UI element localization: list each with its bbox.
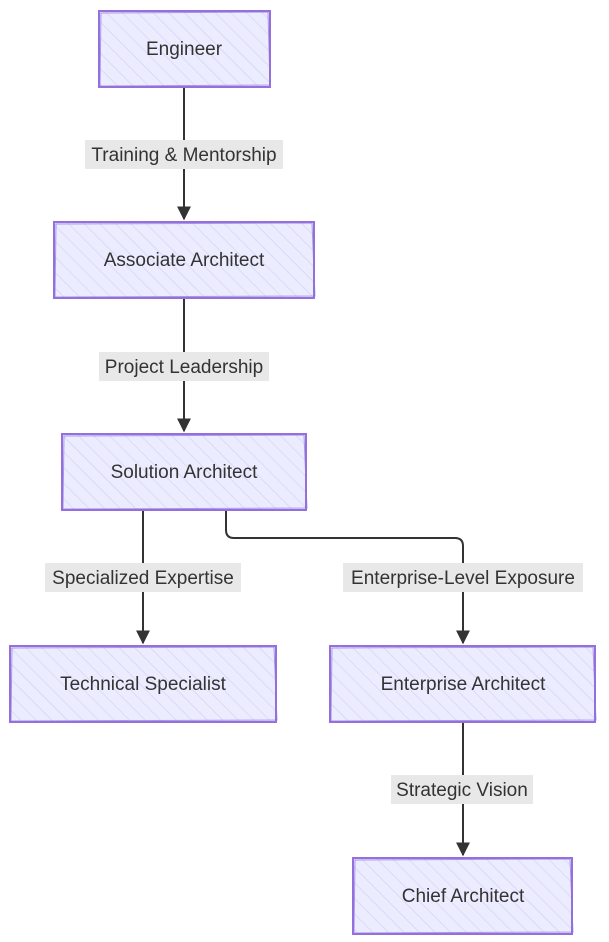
- node-chief-architect: Chief Architect: [352, 857, 574, 935]
- edge-label-project-text: Project Leadership: [105, 357, 263, 378]
- node-solution-architect-label: Solution Architect: [111, 462, 259, 483]
- node-associate-architect-label: Associate Architect: [104, 250, 265, 271]
- node-solution-architect: Solution Architect: [61, 433, 308, 511]
- edge-label-specialized-text: Specialized Expertise: [52, 568, 234, 589]
- node-chief-architect-label: Chief Architect: [402, 886, 525, 907]
- edge-labels: Training & Mentorship Project Leadership…: [45, 140, 583, 804]
- edge-label-training-text: Training & Mentorship: [91, 145, 276, 166]
- edge-solution-to-enterprise: [225, 511, 470, 645]
- edge-label-strategic: Strategic Vision: [391, 775, 533, 804]
- node-technical-specialist: Technical Specialist: [9, 645, 278, 723]
- node-enterprise-architect: Enterprise Architect: [329, 645, 597, 723]
- edge-label-enterprise-level: Enterprise-Level Exposure: [343, 563, 583, 592]
- edge-label-training: Training & Mentorship: [85, 140, 283, 169]
- nodes: Engineer Associate Architect Solution Ar…: [9, 10, 597, 935]
- node-enterprise-architect-label: Enterprise Architect: [381, 674, 546, 695]
- edge-label-enterprise-level-text: Enterprise-Level Exposure: [351, 568, 575, 589]
- edge-label-specialized: Specialized Expertise: [45, 563, 241, 592]
- node-engineer-label: Engineer: [146, 39, 223, 60]
- edge-label-strategic-text: Strategic Vision: [396, 780, 528, 801]
- node-associate-architect: Associate Architect: [53, 221, 316, 299]
- edge-label-project: Project Leadership: [99, 352, 269, 381]
- node-engineer: Engineer: [98, 10, 271, 88]
- node-technical-specialist-label: Technical Specialist: [60, 674, 227, 695]
